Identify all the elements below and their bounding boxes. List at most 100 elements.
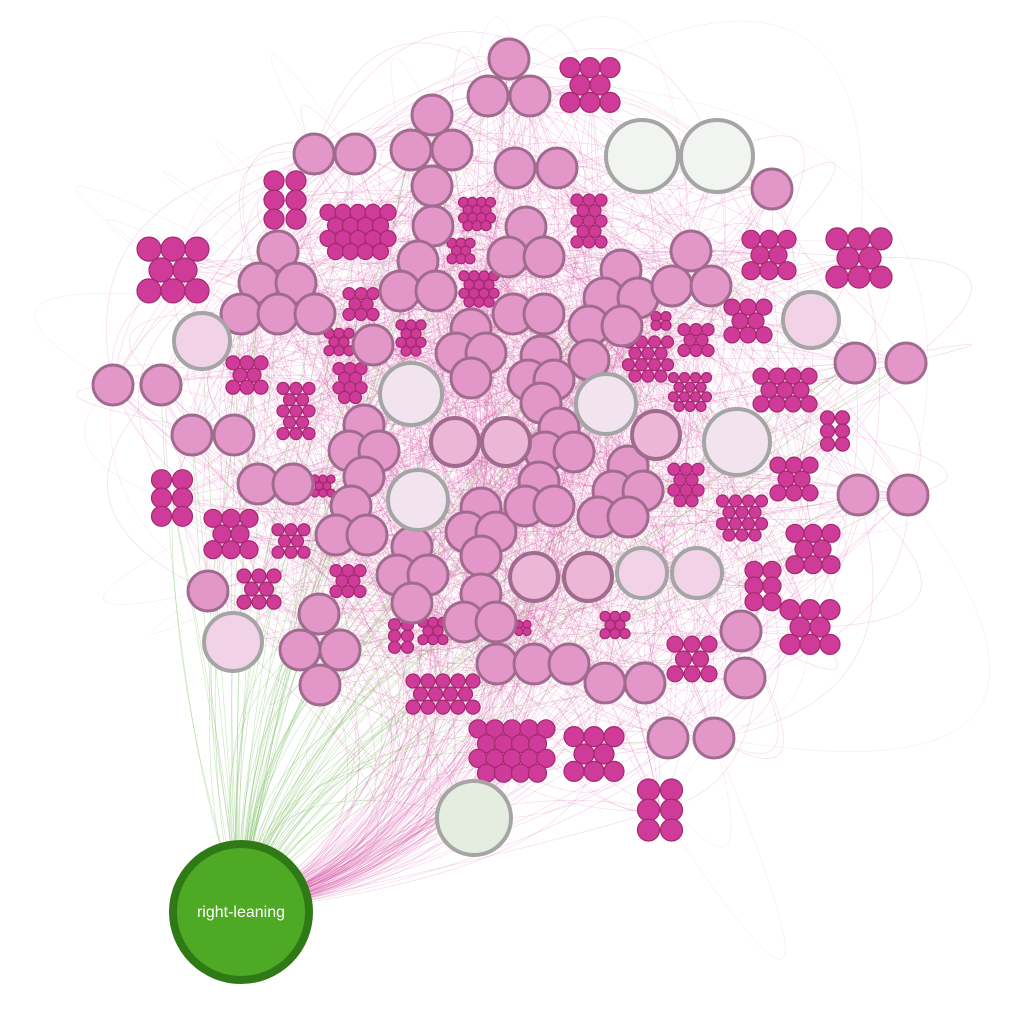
small-node[interactable] xyxy=(715,494,730,508)
small-node[interactable] xyxy=(695,400,707,412)
small-node[interactable] xyxy=(689,391,702,403)
small-node[interactable] xyxy=(442,686,459,702)
small-node[interactable] xyxy=(847,265,871,289)
small-node[interactable] xyxy=(755,298,773,316)
small-node[interactable] xyxy=(527,763,548,783)
small-node[interactable] xyxy=(285,170,307,192)
small-node[interactable] xyxy=(594,193,608,207)
small-node[interactable] xyxy=(869,265,893,289)
small-node[interactable] xyxy=(695,381,707,393)
small-node[interactable] xyxy=(777,261,797,281)
small-node[interactable] xyxy=(302,427,316,441)
small-node[interactable] xyxy=(354,307,368,321)
small-node[interactable] xyxy=(420,673,436,689)
small-node[interactable] xyxy=(136,278,162,304)
small-node[interactable] xyxy=(588,224,602,238)
small-node[interactable] xyxy=(251,568,267,584)
small-node[interactable] xyxy=(221,508,241,528)
small-node[interactable] xyxy=(405,699,421,715)
small-node[interactable] xyxy=(318,488,328,498)
node[interactable] xyxy=(430,128,474,172)
small-node[interactable] xyxy=(752,367,770,385)
small-node[interactable] xyxy=(812,539,832,559)
hub-node[interactable] xyxy=(169,840,313,984)
small-node[interactable] xyxy=(285,189,307,211)
node[interactable] xyxy=(475,642,519,686)
small-node[interactable] xyxy=(636,778,661,802)
small-node[interactable] xyxy=(277,534,292,548)
small-node[interactable] xyxy=(295,415,310,429)
small-node[interactable] xyxy=(527,733,548,754)
node[interactable] xyxy=(650,264,694,308)
small-node[interactable] xyxy=(754,494,769,508)
small-node[interactable] xyxy=(654,346,668,360)
small-node[interactable] xyxy=(263,208,285,230)
small-node[interactable] xyxy=(239,540,259,560)
small-node[interactable] xyxy=(276,427,290,441)
small-node[interactable] xyxy=(603,725,625,748)
small-node[interactable] xyxy=(799,633,821,656)
small-node[interactable] xyxy=(800,367,818,385)
small-node[interactable] xyxy=(243,581,260,597)
node[interactable] xyxy=(459,534,503,578)
small-node[interactable] xyxy=(723,298,741,316)
small-node[interactable] xyxy=(667,391,680,403)
small-node[interactable] xyxy=(343,327,355,339)
node[interactable] xyxy=(318,628,362,672)
small-node[interactable] xyxy=(483,296,495,308)
small-node[interactable] xyxy=(660,335,675,349)
node[interactable] xyxy=(170,413,214,457)
small-node[interactable] xyxy=(739,326,757,344)
node[interactable] xyxy=(522,235,566,279)
small-node[interactable] xyxy=(784,367,802,385)
small-node[interactable] xyxy=(450,699,466,715)
small-node[interactable] xyxy=(356,243,375,261)
small-node[interactable] xyxy=(803,555,823,575)
node[interactable] xyxy=(692,716,736,760)
small-node[interactable] xyxy=(465,673,481,689)
node[interactable] xyxy=(256,292,300,336)
small-node[interactable] xyxy=(695,333,709,347)
pale-node[interactable] xyxy=(679,118,755,194)
node[interactable] xyxy=(646,716,690,760)
pale-node[interactable] xyxy=(670,546,724,600)
small-node[interactable] xyxy=(728,494,743,508)
small-node[interactable] xyxy=(239,508,259,528)
node[interactable] xyxy=(466,74,510,118)
node[interactable] xyxy=(600,304,644,348)
small-node[interactable] xyxy=(160,278,186,304)
node[interactable] xyxy=(522,292,566,336)
small-node[interactable] xyxy=(150,469,173,491)
small-node[interactable] xyxy=(295,393,310,407)
small-node[interactable] xyxy=(342,307,356,321)
small-node[interactable] xyxy=(741,494,756,508)
small-node[interactable] xyxy=(752,395,770,413)
node[interactable] xyxy=(410,164,454,208)
small-node[interactable] xyxy=(289,404,303,418)
small-node[interactable] xyxy=(834,423,851,439)
small-node[interactable] xyxy=(750,245,770,265)
small-node[interactable] xyxy=(821,555,841,575)
small-node[interactable] xyxy=(427,686,444,702)
small-node[interactable] xyxy=(689,372,702,384)
small-node[interactable] xyxy=(341,584,355,599)
small-node[interactable] xyxy=(619,628,631,640)
small-node[interactable] xyxy=(322,481,332,491)
node[interactable] xyxy=(333,132,377,176)
small-node[interactable] xyxy=(785,484,803,502)
small-node[interactable] xyxy=(450,673,466,689)
small-node[interactable] xyxy=(821,523,841,543)
small-node[interactable] xyxy=(683,635,701,653)
small-node[interactable] xyxy=(263,189,285,211)
small-node[interactable] xyxy=(160,236,186,262)
small-node[interactable] xyxy=(536,719,556,739)
small-node[interactable] xyxy=(473,296,485,308)
pale-node[interactable] xyxy=(480,416,532,468)
small-node[interactable] xyxy=(412,686,429,702)
small-node[interactable] xyxy=(760,381,778,399)
small-node[interactable] xyxy=(263,170,285,192)
small-node[interactable] xyxy=(253,379,269,395)
small-node[interactable] xyxy=(410,345,422,357)
small-node[interactable] xyxy=(685,494,699,508)
node[interactable] xyxy=(351,323,395,367)
